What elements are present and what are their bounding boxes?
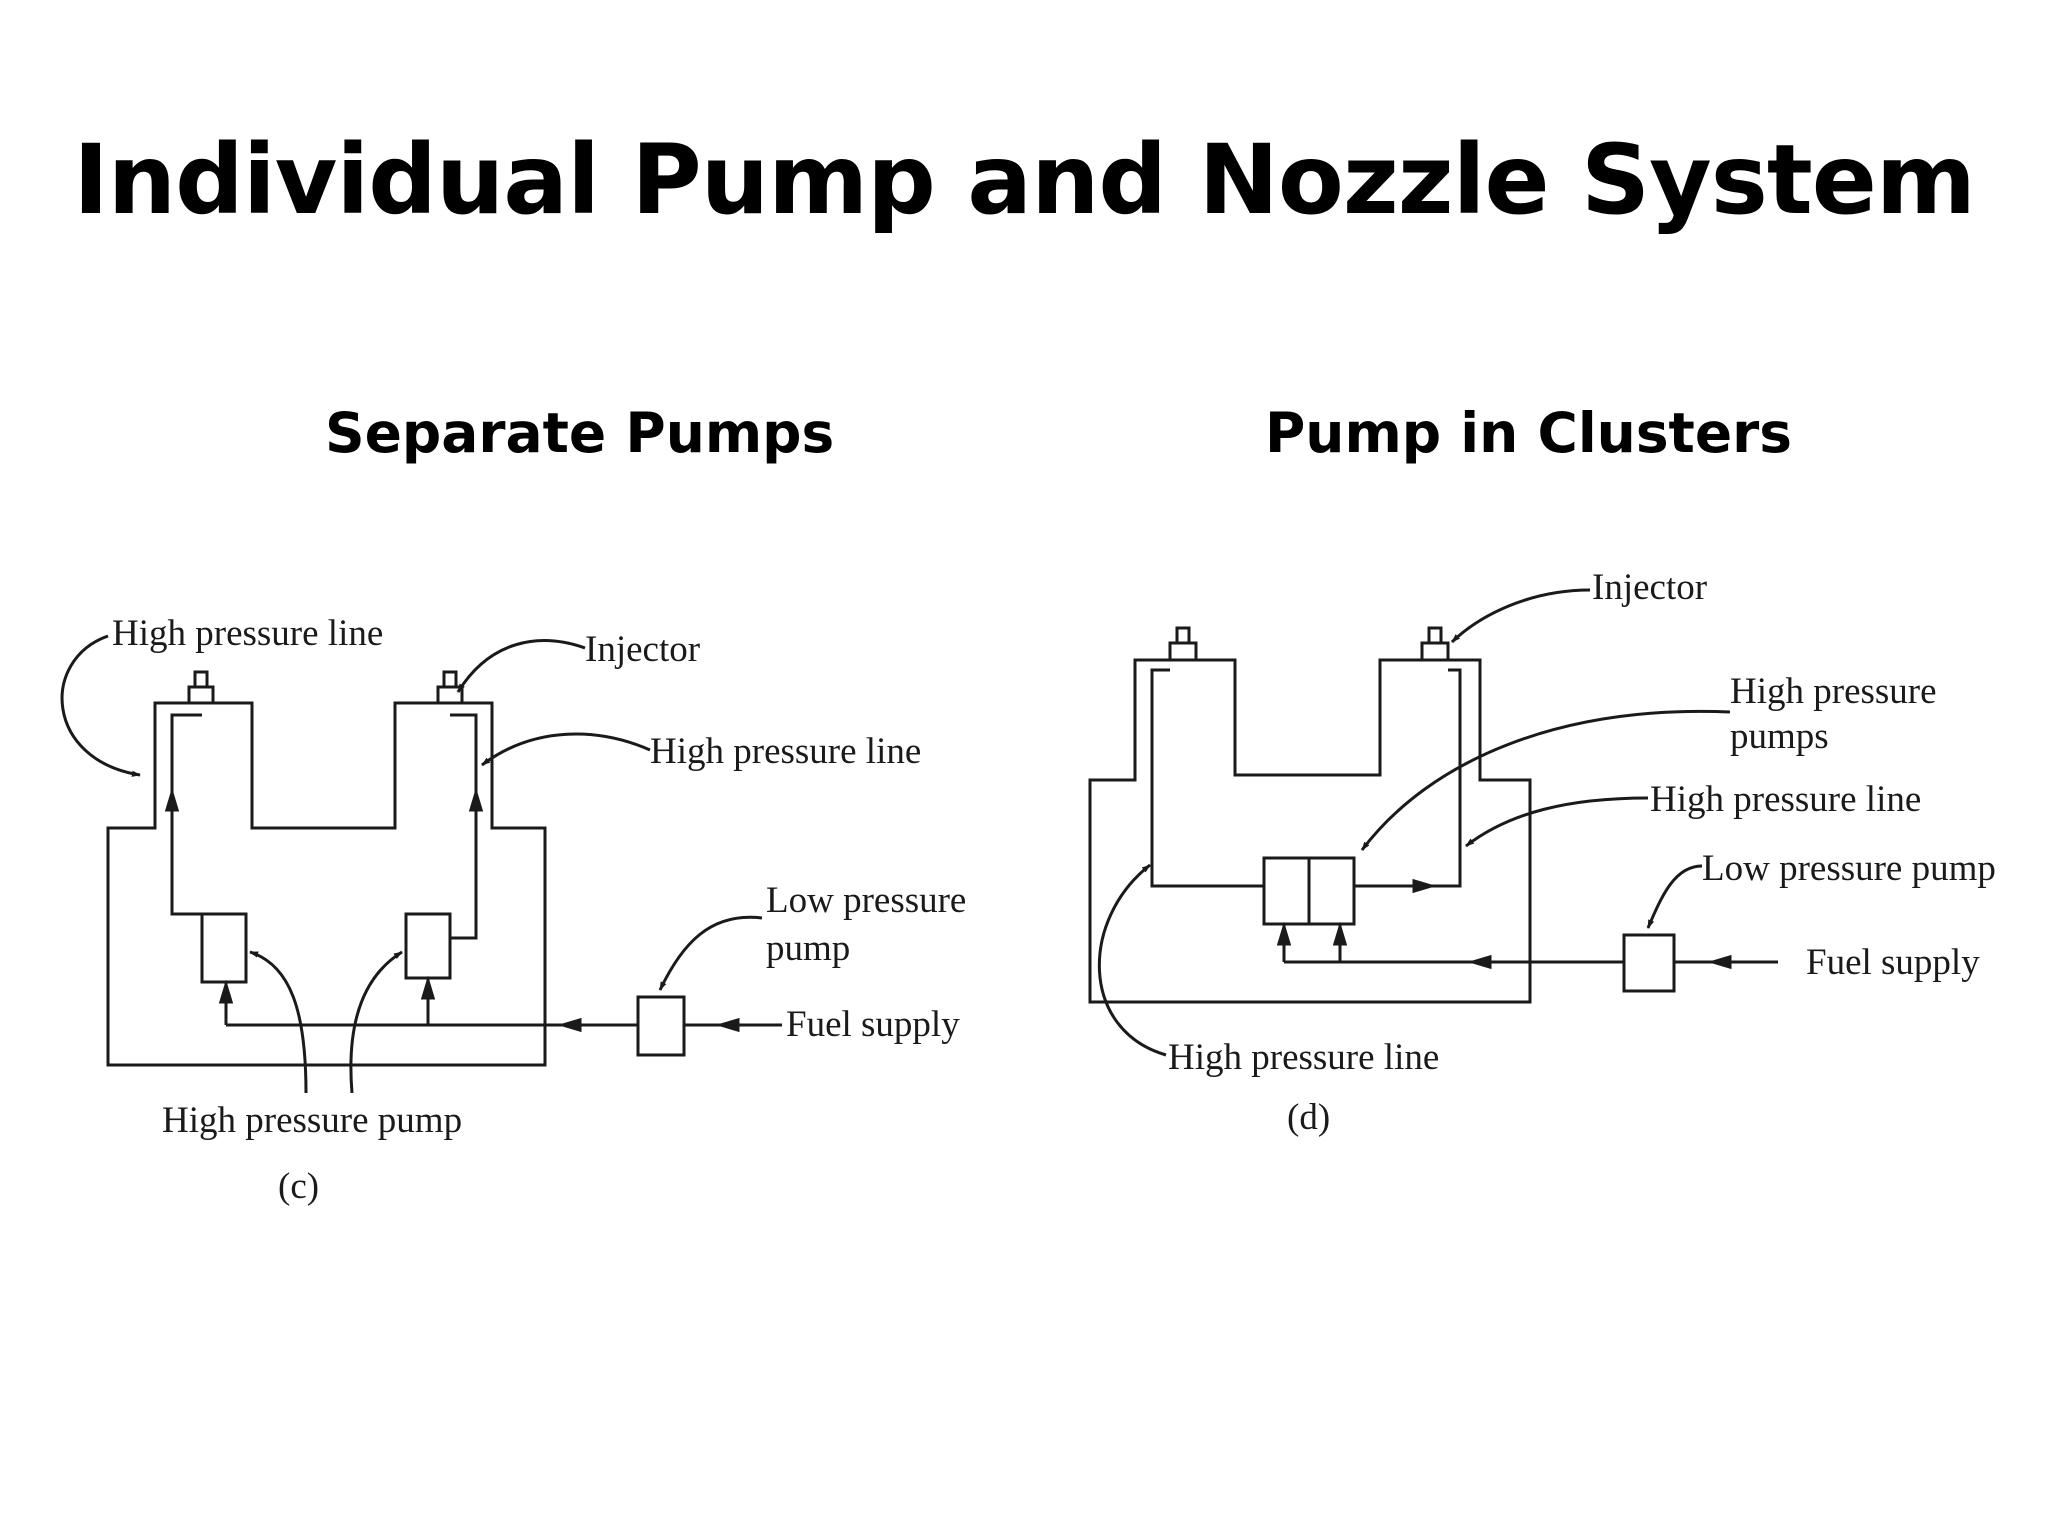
leader-high-pressure-line-right-clusters [1465, 796, 1649, 848]
engine-block-outline-clusters [1088, 658, 1532, 1004]
low-pressure-pump-right [1622, 933, 1676, 993]
label-fuel-supply-left: Fuel supply [786, 1004, 960, 1045]
high-pressure-pump-left [200, 912, 248, 984]
leader-high-pressure-pump-left [249, 950, 308, 1094]
label-low-pressure-pump-1: Low pressure [766, 880, 966, 921]
high-pressure-line-left-clusters [1150, 668, 1264, 888]
caption-d: (d) [1287, 1097, 1330, 1138]
label-high-pressure-line-right-clusters: High pressure line [1650, 779, 1921, 820]
high-pressure-pump-right [404, 912, 452, 980]
high-pressure-pumps-cluster [1262, 856, 1356, 926]
right-panel-heading: Pump in Clusters [1265, 401, 1793, 465]
high-pressure-line-left [170, 713, 202, 916]
leader-injector-clusters [1450, 588, 1591, 644]
leader-low-pressure-pump-clusters [1646, 864, 1703, 929]
label-high-pressure-pump: High pressure pump [162, 1100, 462, 1141]
label-high-pressure-pumps-1: High pressure [1730, 671, 1937, 712]
injector-right-icon [1420, 626, 1450, 662]
label-high-pressure-line-top: High pressure line [112, 613, 383, 654]
caption-c: (c) [278, 1166, 319, 1207]
injector-left-icon [1168, 626, 1198, 662]
leader-injector [456, 639, 586, 693]
leader-high-pressure-line-bottom [1097, 863, 1167, 1057]
label-high-pressure-pumps-2: pumps [1730, 716, 1829, 757]
high-pressure-line-right [428, 713, 478, 940]
engine-block-outline [106, 701, 547, 1067]
leader-high-pressure-line-right [481, 732, 651, 767]
separate-pumps-labels: High pressure line Injector High pressur… [112, 613, 966, 1207]
pump-in-clusters-diagram [1088, 588, 1778, 1057]
high-pressure-line-right-clusters [1354, 668, 1462, 888]
injector-left-icon [187, 670, 215, 705]
label-high-pressure-line-bottom: High pressure line [1168, 1037, 1439, 1078]
leader-high-pressure-pump-right [349, 950, 403, 1094]
pump-in-clusters-labels: Injector High pressure pumps High pressu… [1168, 567, 1996, 1138]
low-pressure-pump-left [636, 995, 686, 1057]
leader-low-pressure-pump [658, 915, 763, 991]
injector-right-icon [436, 670, 464, 705]
label-high-pressure-line-right: High pressure line [650, 731, 921, 772]
label-fuel-supply-right: Fuel supply [1806, 942, 1980, 983]
leader-high-pressure-line-top [60, 634, 141, 777]
label-low-pressure-pump-2: pump [766, 928, 850, 969]
label-injector-right: Injector [1592, 567, 1707, 608]
slide-title: Individual Pump and Nozzle System [73, 124, 1976, 236]
label-low-pressure-pump-clusters: Low pressure pump [1702, 848, 1996, 889]
left-panel-heading: Separate Pumps [325, 401, 835, 465]
leader-high-pressure-pumps [1360, 709, 1731, 851]
label-injector-left: Injector [585, 629, 700, 670]
separate-pumps-diagram [60, 634, 782, 1094]
